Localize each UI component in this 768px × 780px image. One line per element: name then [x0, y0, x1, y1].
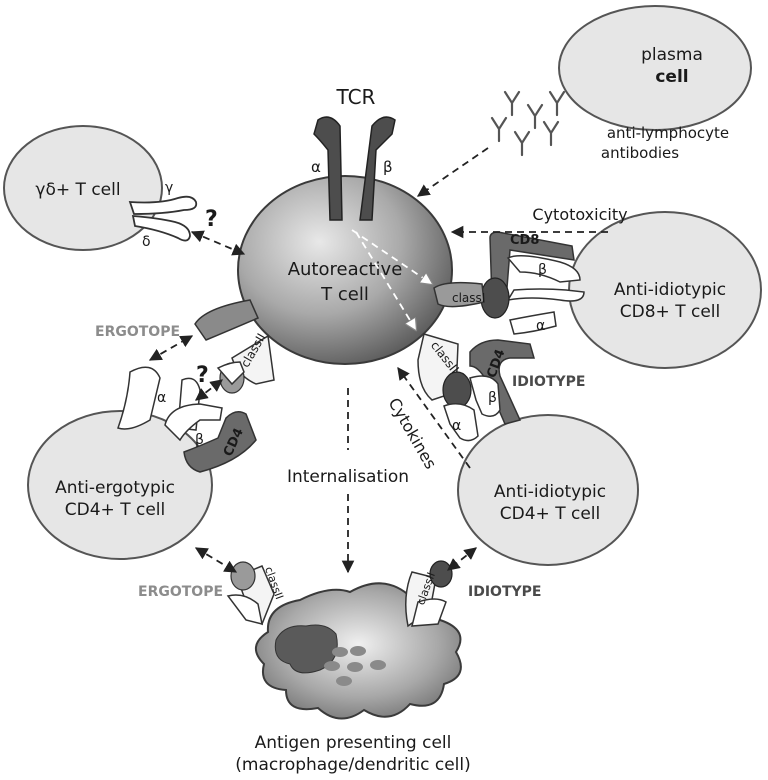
ergo-mhc-arrow [195, 379, 223, 401]
anti-idiotypic-cd4-cell: Anti-idiotypic CD4+ T cell [457, 414, 639, 566]
delta-label: δ [142, 234, 151, 250]
cd8-label: CD8 [510, 233, 539, 248]
cd8-beta-label: β [538, 262, 547, 278]
anti-lymphocyte-label-2: antibodies [601, 144, 679, 162]
cytokines-label: Cytokines [385, 395, 441, 473]
anti-idiotypic-cd8-cell: Anti-idiotypic CD8+ T cell [568, 211, 762, 369]
antibody-icon [503, 90, 521, 117]
cd4-beta-label-right: β [488, 390, 497, 406]
apc-label-2: (macrophage/dendritic cell) [235, 755, 471, 775]
question-mark-gd: ? [205, 207, 218, 232]
tcr-beta-label: β [383, 158, 393, 176]
autoreactive-label-2: T cell [320, 284, 369, 305]
cd8-alpha-label: α [536, 318, 545, 334]
anti-lymphocyte-label-1: anti-lymphocyte [607, 124, 729, 142]
ergo-apc-arrow [194, 547, 238, 573]
ergotope-complex [117, 299, 275, 473]
white-arrows [351, 229, 432, 330]
cd4-idiotype-complex [417, 333, 535, 442]
antibody-icon [513, 130, 531, 157]
idio-apc-arrow [447, 547, 477, 571]
cytotoxicity-label: Cytotoxicity [532, 205, 627, 224]
anti-idio-cd8-label-1: Anti-idiotypic [614, 280, 726, 300]
arrows [148, 147, 608, 574]
idiotype-label-top: IDIOTYPE [512, 374, 585, 390]
anti-idio-cd8-label-2: CD8+ T cell [620, 302, 720, 322]
gamma-delta-t-cell: γδ+ T cell [3, 125, 163, 251]
gd-arrow [190, 230, 246, 256]
ergo-alpha-label: α [157, 390, 166, 406]
idiotype-label-bottom: IDIOTYPE [468, 584, 541, 600]
tcr-alpha-label: α [311, 158, 321, 176]
anti-idio-cd4-label-2: CD4+ T cell [500, 504, 600, 524]
gamma-label: γ [165, 180, 173, 196]
ergo-beta-label: β [195, 432, 204, 448]
antibody-icons [490, 90, 566, 157]
ergotope-arrow [148, 335, 194, 361]
apc-mhc-left [226, 561, 275, 626]
anti-ergo-label-1: Anti-ergotypic [55, 478, 175, 498]
anti-ergo-label-2: CD4+ T cell [65, 500, 165, 520]
question-mark-ergo: ? [196, 363, 209, 388]
ergotope-label-bottom: ERGOTOPE [138, 584, 223, 600]
antibody-icon [542, 120, 560, 147]
cytokine-arrow [397, 366, 471, 469]
autoreactive-t-cell: Autoreactive T cell [237, 175, 453, 365]
antibody-icon [548, 90, 566, 117]
antibody-icon [490, 116, 508, 143]
ergotope-label-top: ERGOTOPE [95, 324, 180, 340]
antibody-arrow [416, 147, 489, 197]
antibody-icon [526, 103, 544, 130]
plasma-cell-label-1: plasma [641, 45, 703, 65]
tcr-to-class1-arrow [351, 229, 432, 284]
gamma-delta-receptor [128, 195, 198, 242]
gamma-delta-cell-label: γδ+ T cell [35, 180, 120, 200]
cd4-alpha-label-right: α [452, 418, 461, 434]
apc-mhc-right [405, 560, 453, 628]
tcr-label: TCR [336, 85, 376, 109]
plasma-cell: plasma cell [558, 5, 752, 131]
internalisation-label: Internalisation [287, 467, 409, 487]
anti-idio-cd4-label-1: Anti-idiotypic [494, 482, 606, 502]
autoreactive-label-1: Autoreactive [288, 259, 403, 280]
plasma-cell-label-2: cell [655, 67, 688, 87]
class1-label-cd8: classI [452, 291, 485, 305]
cd8-interaction-complex [433, 231, 585, 335]
tcr-receptor [313, 116, 396, 221]
apc-label-1: Antigen presenting cell [255, 733, 452, 753]
anti-ergotypic-cd4-cell: Anti-ergotypic CD4+ T cell [27, 410, 213, 560]
